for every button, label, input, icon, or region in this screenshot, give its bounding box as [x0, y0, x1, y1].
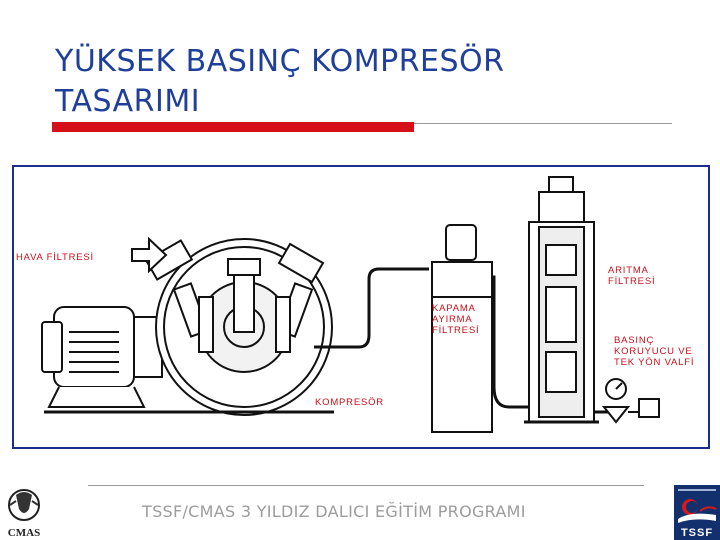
- compressor-drawing: [41, 176, 660, 433]
- label-separator-filter: KAPAMA AYIRMA FİLTRESİ: [432, 303, 480, 336]
- label-pressure-check-valve: BASINÇ KORUYUCU VE TEK YÖN VALFİ: [614, 335, 695, 368]
- footer-program: TSSF/CMAS 3 YILDIZ DALICI EĞİTİM PROGRAM…: [142, 502, 526, 521]
- compressor-diagram: HAVA FİLTRESİ ARITMA FİLTRESİ KAPAMA AYI…: [12, 165, 710, 449]
- label-air-filter: HAVA FİLTRESİ: [16, 252, 94, 263]
- slide-title-line2: TASARIMI: [55, 84, 201, 119]
- cmas-logo-text: CMAS: [8, 527, 40, 539]
- footer-rule: [88, 485, 644, 486]
- slide-title-line1: YÜKSEK BASINÇ KOMPRESÖR: [55, 44, 505, 79]
- label-compressor: KOMPRESÖR: [315, 397, 384, 408]
- label-purification-filter: ARITMA FİLTRESİ: [608, 265, 656, 287]
- air-intake-arrow: [131, 236, 168, 274]
- cmas-logo: CMAS: [8, 489, 40, 539]
- purification-tower: [524, 176, 599, 424]
- tssf-logo-text: TSSF: [681, 527, 713, 539]
- slide-title: YÜKSEK BASINÇ KOMPRESÖR TASARIMI: [55, 42, 615, 122]
- compressor-body: [44, 238, 334, 416]
- filter-separator: [431, 224, 493, 433]
- title-accent-bar: [52, 122, 414, 132]
- tssf-logo: TSSF: [674, 485, 720, 540]
- pressure-gauge-valve: [601, 378, 660, 424]
